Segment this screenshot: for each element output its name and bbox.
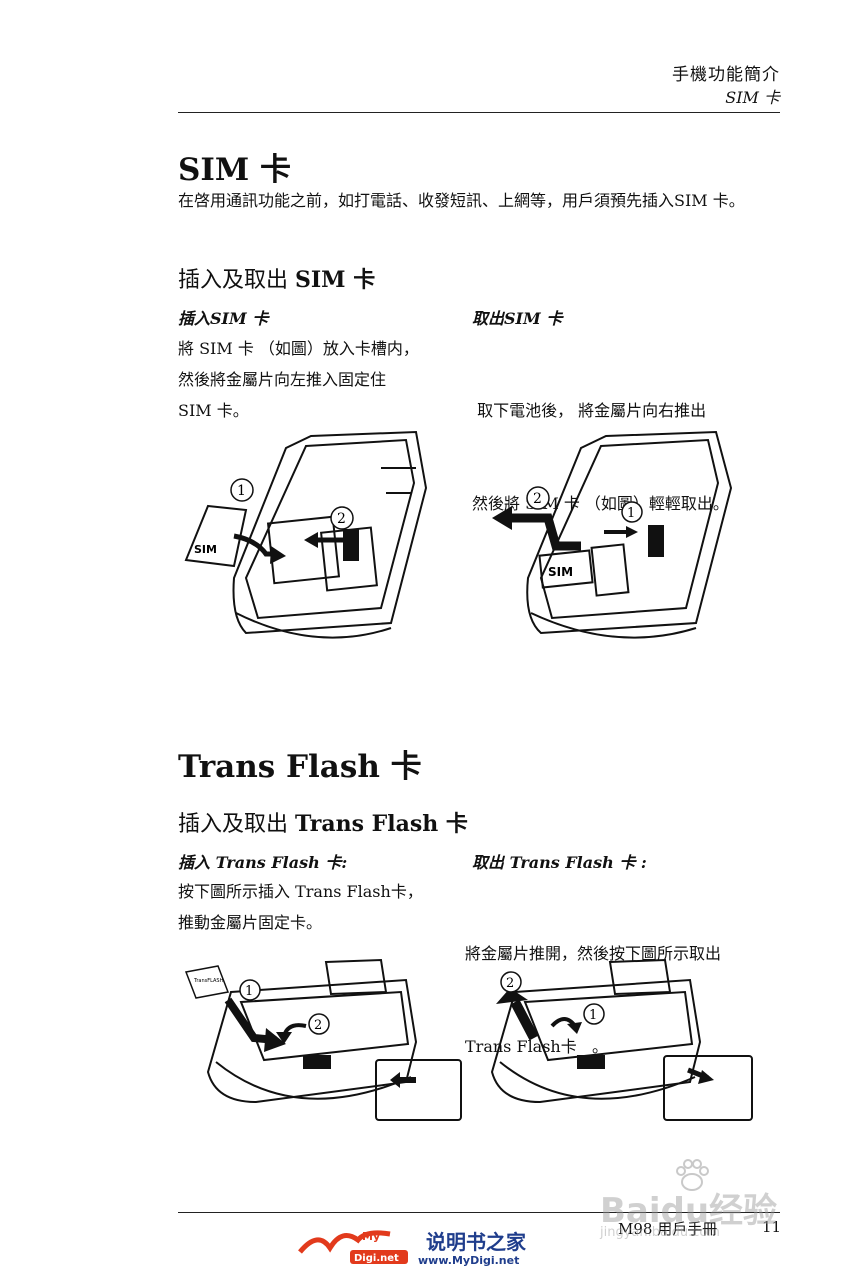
sim-insert-heading: 插入SIM 卡 xyxy=(178,309,269,328)
sim-section-title-b: SIM 卡 xyxy=(295,267,376,293)
sim-step2-label: 2 xyxy=(337,511,346,527)
tf-section-title: 插入及取出 Trans Flash 卡 xyxy=(178,806,468,838)
tf-insert-line: 推動金屬片固定卡。 xyxy=(178,913,323,932)
tf-remove-illustration: 2 1 xyxy=(490,958,753,1121)
sim-insert-illustration: SIM 1 2 xyxy=(184,430,428,639)
tf-remove-step1-label: 1 xyxy=(589,1008,597,1023)
mydigi-logo-mark: My Digi.net xyxy=(298,1230,408,1264)
sim-section-title: 插入及取出 SIM 卡 xyxy=(178,262,375,294)
sim-intro: 在啓用通訊功能之前，如打電話、收發短訊、上網等，用戶須預先插入SIM 卡。 xyxy=(178,191,745,210)
watermark-url: jingyan.baidu.com xyxy=(600,1225,720,1240)
sim-remove-line: 取下電池後， 將金屬片向右推出 xyxy=(472,401,707,420)
tf-section-title-a: 插入及取出 xyxy=(178,812,295,837)
running-header-title: 手機功能簡介 xyxy=(672,65,780,85)
sim-insert-text: 將 SIM 卡 （如圖）放入卡槽内， 然後將金屬片向左推入固定住 SIM 卡。 xyxy=(178,333,419,426)
logo-url: www.MyDigi.net xyxy=(418,1254,520,1267)
watermark-text: Baidu经验 xyxy=(600,1191,778,1231)
tf-remove-text: 將金屬片推開，然後按下圖所示取出 Trans Flash卡 。 xyxy=(465,876,721,1093)
tf-card-shape: TransFLASH xyxy=(184,965,230,999)
sim-card-label: SIM xyxy=(194,543,217,556)
logo-text: 说明书之家 xyxy=(426,1230,526,1254)
tf-remove-step2-label: 2 xyxy=(506,976,514,991)
tf-remove-heading: 取出 Trans Flash 卡 : xyxy=(472,853,647,872)
tf-title: Trans Flash 卡 xyxy=(178,749,422,785)
mydigi-logo: My Digi.net 说明书之家 www.MyDigi.net xyxy=(298,1226,548,1276)
sim-insert-line: 然後將金屬片向左推入固定住 xyxy=(178,370,387,389)
sim-section-title-a: 插入及取出 xyxy=(178,268,295,293)
footer-rule xyxy=(178,1212,780,1213)
sim-remove-heading: 取出SIM 卡 xyxy=(472,309,563,328)
tf-insert-illustration: TransFLASH 1 2 xyxy=(184,958,462,1121)
baidu-watermark: Baidu经验 jingyan.baidu.com xyxy=(600,1155,800,1245)
header-rule xyxy=(178,112,780,113)
tf-insert-line: 按下圖所示插入 Trans Flash卡， xyxy=(178,882,423,901)
tf-section-title-b: Trans Flash 卡 xyxy=(295,811,468,837)
sim-remove-step2-label: 2 xyxy=(533,491,542,507)
paw-icon xyxy=(676,1159,709,1191)
sim-insert-line: 將 SIM 卡 （如圖）放入卡槽内， xyxy=(178,339,419,358)
sim-remove-step1-label: 1 xyxy=(627,506,635,521)
sim-step1-label: 1 xyxy=(237,483,246,499)
tf-insert-text: 按下圖所示插入 Trans Flash卡， 推動金屬片固定卡。 xyxy=(178,876,423,938)
tf-step1-label: 1 xyxy=(245,984,253,999)
sim-title: SIM 卡 xyxy=(178,152,291,188)
logo-my-text: My xyxy=(362,1230,380,1243)
running-header-subtitle: SIM 卡 xyxy=(725,88,780,107)
sim-insert-line: SIM 卡。 xyxy=(178,401,249,420)
tf-step2-label: 2 xyxy=(314,1018,322,1033)
footer-page-number: 11 xyxy=(762,1218,782,1236)
sim-card-shape: SIM xyxy=(184,504,248,568)
logo-digi-text: Digi.net xyxy=(354,1253,399,1264)
tf-card-label: TransFLASH xyxy=(193,978,224,984)
footer-manual-name: M98 用戶手冊 xyxy=(618,1220,718,1238)
tf-remove-line: 將金屬片推開，然後按下圖所示取出 xyxy=(465,944,722,963)
sim-remove-card-label: SIM xyxy=(548,565,573,579)
tf-insert-heading: 插入 Trans Flash 卡: xyxy=(178,853,348,872)
sim-remove-illustration: SIM 2 1 xyxy=(492,430,733,639)
